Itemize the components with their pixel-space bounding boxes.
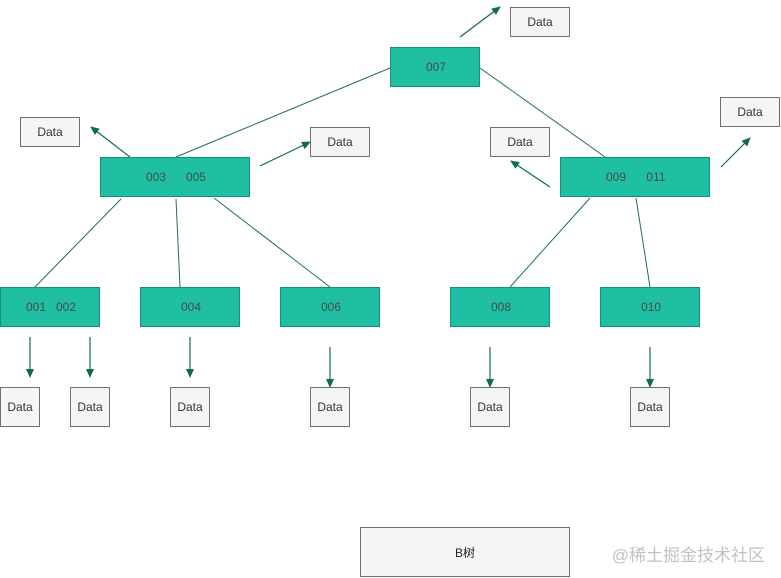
data-box-right-1: Data: [490, 127, 550, 157]
node-root: 007: [390, 47, 480, 87]
edge-root-left: [175, 67, 391, 158]
node-right: 009 011: [560, 157, 710, 197]
key: 008: [490, 300, 512, 314]
arrow-left-data-2: [259, 141, 311, 167]
key: 005: [185, 170, 207, 184]
data-box-left-2: Data: [310, 127, 370, 157]
node-leaf-b: 004: [140, 287, 240, 327]
edge-left-leaf-b: [175, 198, 181, 288]
data-box-leaf-008: Data: [470, 387, 510, 427]
data-box-leaf-001: Data: [0, 387, 40, 427]
key: 004: [180, 300, 202, 314]
node-left: 003 005: [100, 157, 250, 197]
key: 009: [605, 170, 627, 184]
arrow-right-data-2: [720, 137, 751, 168]
edge-root-right: [479, 67, 606, 158]
data-box-leaf-010: Data: [630, 387, 670, 427]
key: 007: [425, 60, 447, 74]
data-box-root: Data: [510, 7, 570, 37]
arrow-right-data-1: [510, 160, 551, 188]
edge-left-leaf-a: [34, 198, 122, 288]
arrow-left-data-1: [90, 126, 131, 158]
key: 006: [320, 300, 342, 314]
edge-left-leaf-c: [213, 197, 331, 288]
edge-right-leaf-d: [509, 197, 591, 288]
arrow-root-data: [459, 6, 501, 38]
key: 010: [640, 300, 662, 314]
node-leaf-d: 008: [450, 287, 550, 327]
data-box-leaf-002: Data: [70, 387, 110, 427]
key: 003: [145, 170, 167, 184]
data-box-left-1: Data: [20, 117, 80, 147]
node-leaf-e: 010: [600, 287, 700, 327]
watermark: @稀土掘金技术社区: [611, 546, 765, 565]
key: 002: [55, 300, 77, 314]
node-leaf-c: 006: [280, 287, 380, 327]
key: 001: [25, 300, 47, 314]
data-box-right-2: Data: [720, 97, 780, 127]
data-box-leaf-006: Data: [310, 387, 350, 427]
edge-right-leaf-e: [635, 197, 651, 288]
diagram-caption: B树: [360, 527, 570, 577]
key: 011: [646, 170, 666, 184]
node-leaf-a: 001 002: [0, 287, 100, 327]
data-box-leaf-004: Data: [170, 387, 210, 427]
